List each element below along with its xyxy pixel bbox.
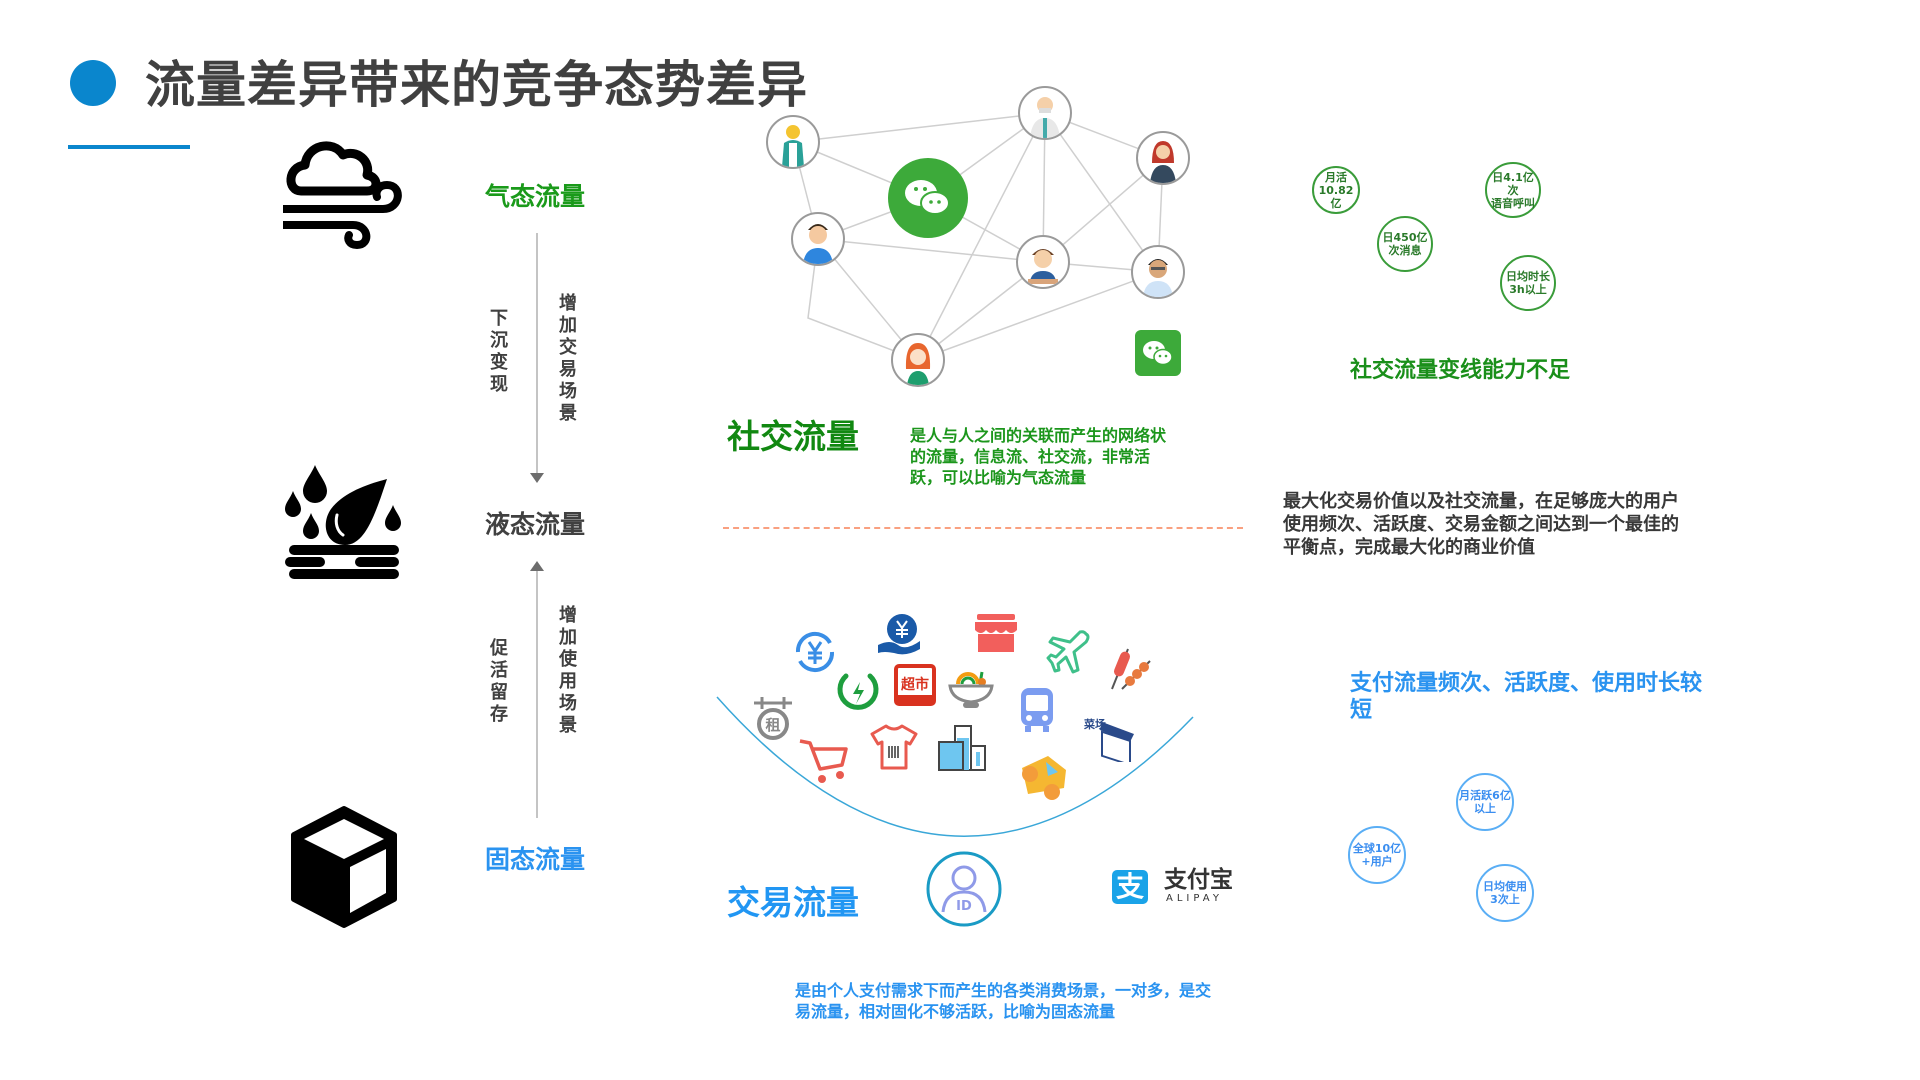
alipay-logo-icon: 支 [1112, 870, 1148, 904]
stat-voice-calls: 日4.1亿次语音呼叫 [1485, 162, 1541, 218]
add-trade-scenes-label: 增加交易场景 [556, 293, 577, 425]
bike-rental-icon: 租 [754, 697, 792, 740]
arrow-up-icon [530, 561, 544, 571]
gas-traffic-label: 气态流量 [485, 182, 586, 211]
trade-traffic-title: 交易流量 [727, 883, 859, 922]
svg-text:菜场: 菜场 [1083, 717, 1106, 731]
tshirt-icon [870, 724, 918, 770]
liquid-traffic-label: 液态流量 [485, 510, 586, 539]
solid-traffic-label: 固态流量 [485, 845, 586, 874]
section-divider [723, 527, 1243, 529]
payment-weakness-heading: 支付流量频次、活跃度、使用时长较短 [1350, 671, 1703, 723]
woman-glasses-icon [1136, 131, 1190, 185]
girl-icon [891, 333, 945, 387]
svg-text:租: 租 [765, 716, 780, 734]
trade-traffic-description: 是由个人支付需求下而产生的各类消费场景，一对多，是交易流量，相对固化不够活跃，比… [795, 981, 1212, 1021]
svg-text:ID: ID [956, 899, 972, 914]
car-icon [1022, 756, 1066, 800]
cloud-wind-icon [283, 141, 402, 249]
shop-icon [975, 614, 1017, 652]
charging-icon [837, 673, 879, 710]
balance-description: 最大化交易价值以及社交流量，在足够庞大的用户使用频次、活跃度、交易金额之间达到一… [1283, 491, 1679, 558]
man-beard-icon [791, 212, 845, 266]
stat-pay-monthly-active: 月活跃6亿以上 [1456, 773, 1514, 831]
cube-icon [291, 806, 397, 928]
yuan-exchange-icon [795, 631, 835, 673]
market-icon: 菜场 [1083, 717, 1134, 762]
svg-text:超市: 超市 [900, 676, 929, 693]
buildings-icon [938, 725, 986, 771]
bowl-icon [948, 671, 994, 708]
add-use-scenes-label: 增加使用场景 [556, 605, 577, 737]
arrow-down-icon [530, 473, 544, 483]
stat-daily-messages: 日450亿次消息 [1377, 216, 1433, 272]
title-underline [68, 145, 190, 149]
up-arrow-line [536, 571, 538, 818]
social-traffic-title: 社交流量 [727, 417, 859, 456]
man-glasses-icon [1131, 245, 1185, 299]
alipay-sub: ALIPAY [1166, 893, 1223, 904]
wechat-icon [1135, 330, 1181, 376]
page-title: 流量差异带来的竞争态势差异 [145, 56, 808, 114]
retention-label: 促活留存 [487, 638, 508, 726]
water-drop-icon [285, 465, 401, 579]
user-id-icon: ID [926, 851, 1002, 927]
alipay-name: 支付宝 [1164, 867, 1233, 893]
skewer-icon [1111, 648, 1151, 690]
stat-global-users: 全球10亿+用户 [1348, 826, 1406, 884]
hand-yuan-icon [878, 614, 920, 655]
person-casual-icon [766, 115, 820, 169]
doctor-icon [1018, 86, 1072, 140]
sink-monetize-label: 下沉变现 [487, 308, 508, 396]
wechat-logo-icon [888, 158, 968, 238]
down-arrow-line [536, 233, 538, 473]
boy-icon [1016, 235, 1070, 289]
social-traffic-description: 是人与人之间的关联而产生的网络状的流量，信息流、社交流，非常活跃，可以比喻为气态… [910, 426, 1167, 487]
plane-icon [1046, 630, 1090, 674]
title-bullet [70, 60, 116, 106]
bus-icon [1021, 688, 1053, 732]
supermarket-icon: 超市 [894, 664, 936, 706]
cart-icon [799, 739, 848, 783]
social-weakness-heading: 社交流量变线能力不足 [1350, 358, 1571, 383]
